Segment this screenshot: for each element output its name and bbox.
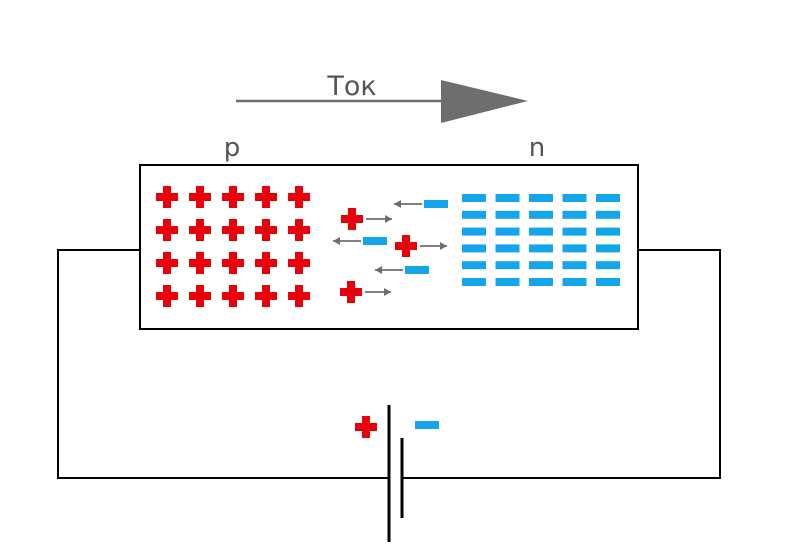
hole-drift-arrow <box>366 215 392 223</box>
hole-plus-icon <box>340 281 362 303</box>
electron-minus-icon <box>529 278 553 286</box>
hole-plus-icon <box>222 186 244 208</box>
battery-minus-icon <box>415 421 439 429</box>
electron-minus-icon <box>529 210 553 219</box>
hole-plus-icon <box>156 219 178 241</box>
electron-minus-icon <box>596 278 620 286</box>
hole-plus-icon <box>222 252 244 274</box>
electron-minus-icon <box>596 244 620 253</box>
electron-minus-icon <box>462 244 486 253</box>
electron-minus-icon <box>495 227 520 236</box>
hole-plus-icon <box>189 285 211 307</box>
electron-minus-icon <box>462 227 486 236</box>
p-region-holes <box>156 186 310 307</box>
electron-minus-icon <box>529 244 553 253</box>
hole-plus-icon <box>189 186 211 208</box>
junction-carriers <box>333 200 448 303</box>
n-region-electrons <box>462 194 620 286</box>
electron-minus-icon <box>424 200 448 208</box>
hole-plus-icon <box>255 252 277 274</box>
electron-drift-arrow <box>375 266 403 274</box>
electron-drift-arrow <box>333 237 361 245</box>
electron-minus-icon <box>562 194 587 202</box>
hole-plus-icon <box>288 285 310 307</box>
electron-minus-icon <box>495 278 520 286</box>
hole-plus-icon <box>156 252 178 274</box>
hole-plus-icon <box>222 219 244 241</box>
electron-minus-icon <box>495 194 520 202</box>
hole-plus-icon <box>288 252 310 274</box>
hole-plus-icon <box>255 285 277 307</box>
hole-plus-icon <box>189 252 211 274</box>
hole-plus-icon <box>255 219 277 241</box>
current-arrow <box>236 80 528 123</box>
battery-terminal-signs <box>355 416 439 438</box>
hole-plus-icon <box>156 285 178 307</box>
electron-minus-icon <box>596 210 620 219</box>
battery <box>387 405 404 542</box>
hole-drift-arrow <box>420 242 447 250</box>
electron-minus-icon <box>462 194 486 202</box>
hole-plus-icon <box>341 208 363 230</box>
hole-plus-icon <box>288 186 310 208</box>
electron-minus-icon <box>562 278 587 286</box>
battery-plus-icon <box>355 416 377 438</box>
circuit-wire <box>57 249 721 479</box>
hole-plus-icon <box>222 285 244 307</box>
electron-minus-icon <box>529 227 553 236</box>
hole-plus-icon <box>255 186 277 208</box>
electron-minus-icon <box>495 244 520 253</box>
current-label: Ток <box>326 71 376 102</box>
electron-minus-icon <box>529 261 553 270</box>
electron-minus-icon <box>562 210 587 219</box>
electron-minus-icon <box>596 261 620 270</box>
electron-minus-icon <box>462 261 486 270</box>
hole-plus-icon <box>288 219 310 241</box>
electron-minus-icon <box>562 244 587 253</box>
electron-minus-icon <box>529 194 553 202</box>
electron-minus-icon <box>562 261 587 270</box>
electron-minus-icon <box>363 237 387 245</box>
hole-drift-arrow <box>365 288 391 296</box>
electron-minus-icon <box>462 210 486 219</box>
n-region-label: n <box>529 133 545 163</box>
electron-minus-icon <box>495 210 520 219</box>
electron-drift-arrow <box>394 200 422 208</box>
hole-plus-icon <box>189 219 211 241</box>
electron-minus-icon <box>562 227 587 236</box>
electron-minus-icon <box>405 266 429 274</box>
electron-minus-icon <box>495 261 520 270</box>
hole-plus-icon <box>156 186 178 208</box>
electron-minus-icon <box>596 227 620 236</box>
electron-minus-icon <box>462 278 486 286</box>
p-region-label: p <box>224 133 241 163</box>
semiconductor-block <box>139 164 639 330</box>
electron-minus-icon <box>596 194 620 202</box>
hole-plus-icon <box>395 235 417 257</box>
